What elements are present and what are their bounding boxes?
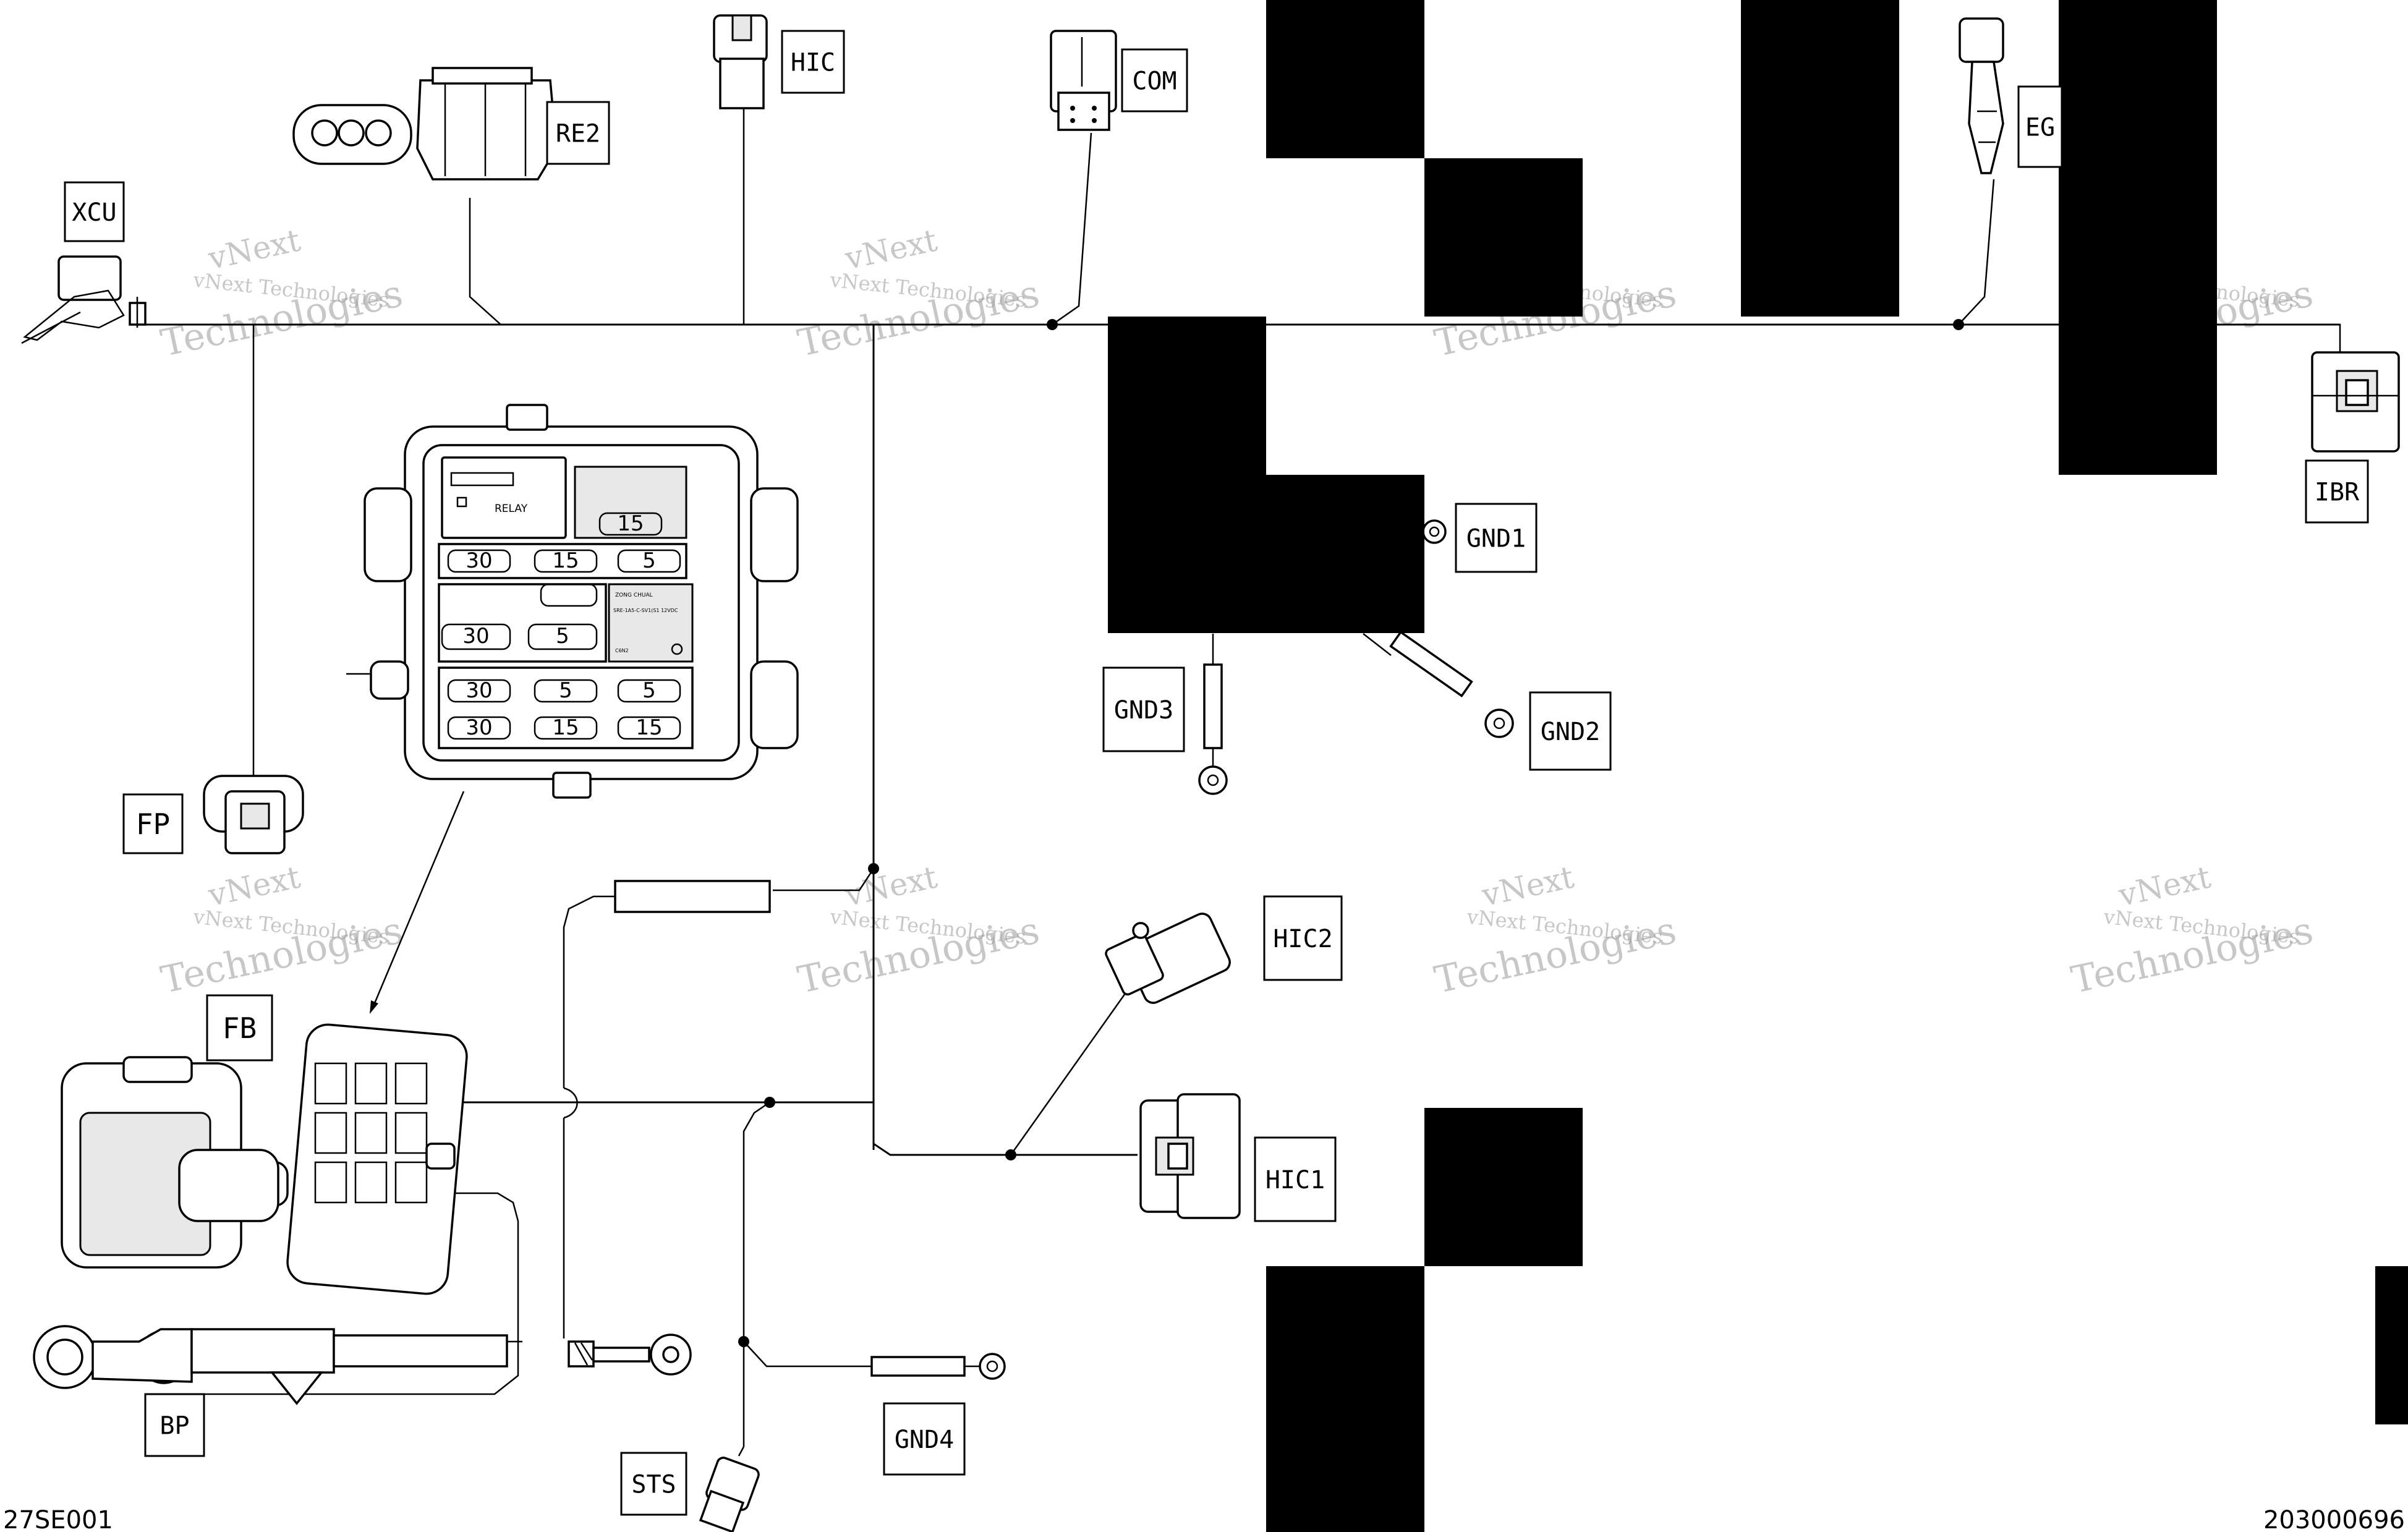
fuse-value-label: 30 xyxy=(462,624,489,649)
fuse-value-label: 15 xyxy=(617,511,644,536)
module-text-1: ZONG CHUAL xyxy=(615,592,653,598)
fuse-value-label: 30 xyxy=(466,548,492,573)
gnd3-label: GND3 xyxy=(1114,696,1173,725)
ibr-label-box: IBR xyxy=(2305,459,2369,524)
hic1-connector-icon xyxy=(1139,1093,1241,1219)
redaction-blocks xyxy=(1108,0,2408,1532)
re2-label-box: RE2 xyxy=(546,101,610,165)
bp-battery-cable-icon xyxy=(33,1325,508,1405)
hic2-label-box: HIC2 xyxy=(1263,895,1343,981)
fuse-value-label: 15 xyxy=(552,548,579,573)
relay-label: RELAY xyxy=(495,503,528,515)
xcu-connector-icon xyxy=(21,255,147,344)
eg-label: EG xyxy=(2025,113,2055,142)
re2-connector-icon xyxy=(292,67,558,181)
hic1-label: HIC1 xyxy=(1266,1166,1325,1194)
gnd1-label: GND1 xyxy=(1466,524,1526,553)
xcu-label-box: XCU xyxy=(64,181,125,242)
watermark-text: vNext xyxy=(205,222,304,276)
com-label-box: COM xyxy=(1121,48,1188,113)
fuse-value-label: 15 xyxy=(636,715,662,740)
fuse-value-label: 30 xyxy=(466,678,492,703)
eg-sensor-icon xyxy=(1959,17,2004,174)
fb-label: FB xyxy=(223,1011,257,1045)
sts-label: STS xyxy=(631,1470,676,1499)
hic-connector-icon xyxy=(713,14,768,109)
com-label: COM xyxy=(1132,67,1176,95)
gnd2-label-box: GND2 xyxy=(1529,691,1612,771)
gnd4-label-box: GND4 xyxy=(883,1402,966,1476)
fp-label: FP xyxy=(136,807,170,841)
re2-label: RE2 xyxy=(556,119,600,148)
ibr-connector-icon xyxy=(2311,351,2400,453)
drawing-code-left: 27SE001 xyxy=(3,1506,113,1532)
gnd2-label: GND2 xyxy=(1541,718,1600,746)
hic1-label-box: HIC1 xyxy=(1254,1136,1337,1222)
sts-sensor-icon xyxy=(699,1457,760,1532)
fb-label-box: FB xyxy=(206,994,273,1062)
drawing-code-right: 203000696 xyxy=(2263,1506,2405,1532)
com-connector-icon xyxy=(1050,30,1117,131)
xcu-label: XCU xyxy=(72,198,116,227)
fuse-value-label: 5 xyxy=(556,624,569,649)
hic-label: HIC xyxy=(791,48,835,77)
fuse-value-label: 5 xyxy=(642,548,656,573)
hic2-connector-icon xyxy=(1105,913,1231,1004)
eg-label-box: EG xyxy=(2017,85,2063,168)
module-text-2: SRE-1A5-C-SV1(S1 12VDC xyxy=(613,608,678,613)
watermark-text: vNext xyxy=(2115,859,2214,913)
gnd3-terminal-icon xyxy=(1198,634,1228,795)
hic2-label: HIC2 xyxy=(1273,925,1332,953)
fuse-value-label: 30 xyxy=(466,715,492,740)
hic-label-box: HIC xyxy=(781,30,845,94)
fuse-value-label: 5 xyxy=(642,678,656,703)
bp-label: BP xyxy=(160,1411,189,1440)
bp-label-box: BP xyxy=(144,1393,205,1457)
fuse-value-label: 15 xyxy=(552,715,579,740)
sts-label-box: STS xyxy=(620,1452,687,1516)
watermark-text: vNext xyxy=(841,859,940,913)
fp-label-box: FP xyxy=(122,793,184,854)
gnd4-label: GND4 xyxy=(895,1426,954,1454)
watermark-text: vNext xyxy=(841,222,940,276)
module-text-3: C6N2 xyxy=(615,648,629,653)
fb-fuse-block-icon xyxy=(61,1023,468,1295)
gnd1-label-box: GND1 xyxy=(1455,503,1538,573)
fuse-value-label: 5 xyxy=(559,678,572,703)
ibr-label: IBR xyxy=(2315,478,2360,506)
watermark-text: vNext xyxy=(205,859,304,913)
watermark-text: vNext xyxy=(1478,859,1577,913)
gnd3-label-box: GND3 xyxy=(1102,666,1185,752)
gnd1-terminal-icon xyxy=(1422,519,1447,544)
fp-connector-icon xyxy=(203,775,304,854)
gnd2-terminal-icon xyxy=(1363,630,1514,738)
